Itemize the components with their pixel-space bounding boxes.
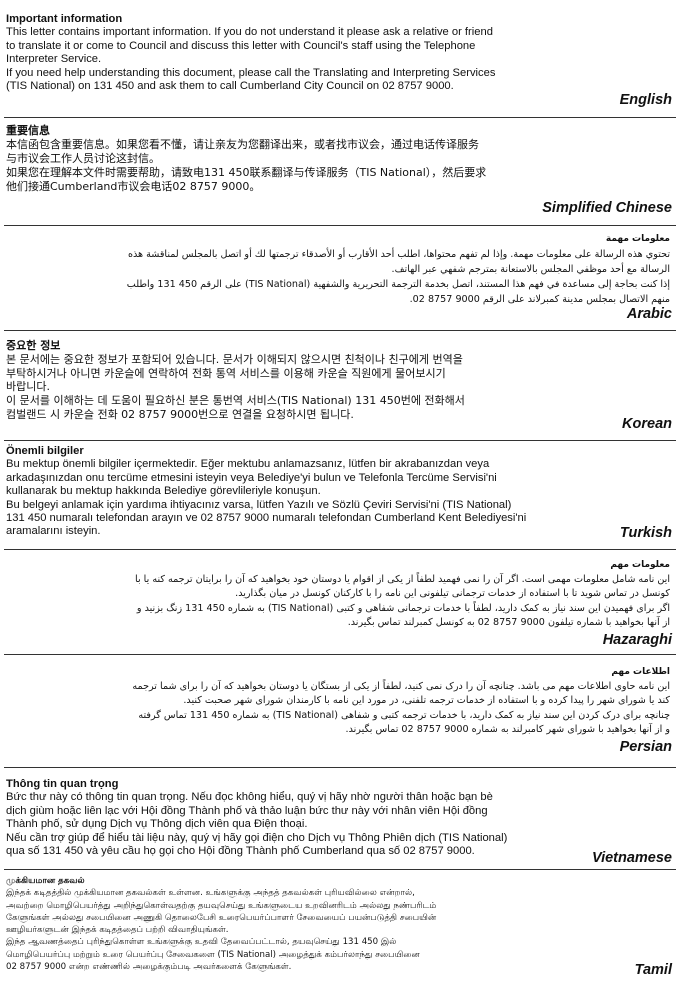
language-label-english: English [619,92,672,108]
tamil-line: 02 8757 9000 என்ற எண்ணில் அழைக்கும்படி அ… [6,962,292,973]
english-line: Interpreter Service. [6,53,102,66]
persian-body: اطلاعات مهم این نامه حاوی اطلاعات مهم می… [4,655,676,738]
arabic-line: إذا كنت بحاجة إلى مساعدة في فهم هذا المس… [126,279,670,290]
hazaraghi-title: معلومات مهم [610,560,670,570]
tamil-title: முக்கியமான தகவல் [6,876,85,886]
section-korean: 중요한 정보 본 문서에는 중요한 정보가 포함되어 있습니다. 문서가 이해되… [4,330,676,438]
english-line: (TIS National) on 131 450 and ask them t… [6,80,454,93]
section-english: Important information This letter contai… [4,10,676,115]
hazaraghi-line: این نامه شامل معلومات مهمی است. اگر آن ر… [135,573,670,585]
persian-line: چنانچه برای درک کردن این سند نیاز به کمک… [138,709,670,721]
persian-title: اطلاعات مهم [611,667,670,677]
section-hazaraghi: معلومات مهم این نامه شامل معلومات مهمی ا… [4,549,676,652]
hazaraghi-line: کونسل در تماس شوید تا با استفاده از خدما… [235,588,670,599]
chinese-title: 重要信息 [6,124,50,137]
vietnamese-line: dịch giùm hoặc liên lạc với Hội đồng Thà… [6,804,488,817]
vietnamese-line: qua số 131 450 và yêu cầu họ gọi cho Hội… [6,845,475,858]
arabic-line: تحتوي هذه الرسالة على معلومات مهمة. وإذا… [127,249,670,260]
vietnamese-line: Thành phố, sử dụng Dịch vụ Thông dịch vi… [6,818,308,831]
korean-line: 본 문서에는 중요한 정보가 포함되어 있습니다. 문서가 이해되지 않으시면 … [6,352,463,366]
arabic-title: معلومات مهمة [605,234,670,244]
arabic-line: منهم الاتصال بمجلس مدينة كمبرلاند على ال… [409,294,670,305]
korean-line: 부탁하시거나 아니면 카운슬에 연락하여 전화 통역 서비스를 이용해 카운슬 … [6,366,446,380]
persian-line: و از آنها بخواهید با شورای شهر کامبرلند … [345,724,670,735]
tamil-line: இந்த ஆவணத்தைப் புரிந்துகொள்ள உங்களுக்கு … [6,937,397,948]
chinese-line: 与市议会工作人员讨论这封信。 [6,152,160,165]
section-simplified-chinese: 重要信息 本信函包含重要信息。如果您看不懂，请让亲友为您翻译出来，或者找市议会，… [4,117,676,223]
turkish-line: arkadaşınızdan onu tercüme etmesini iste… [6,471,497,484]
vietnamese-line: Nếu cần trợ giúp để hiểu tài liệu này, q… [6,831,508,844]
language-label-persian: Persian [619,739,672,755]
korean-title: 중요한 정보 [6,339,61,352]
language-label-turkish: Turkish [619,525,672,541]
vietnamese-body: Thông tin quan trọng Bức thư này có thôn… [4,768,676,858]
korean-line: 이 문서를 이해하는 데 도움이 필요하신 분은 통번역 서비스(TIS Nat… [6,394,465,408]
vietnamese-title: Thông tin quan trọng [6,778,119,790]
english-body: Important information This letter contai… [4,10,676,93]
tamil-line: மொழிபெயர்ப்பு மற்றும் உரை பெயர்ப்பு சேவை… [6,949,420,960]
chinese-body: 重要信息 本信函包含重要信息。如果您看不懂，请让亲友为您翻译出来，或者找市议会，… [4,118,676,194]
language-label-vietnamese: Vietnamese [591,850,672,866]
turkish-title: Önemli bilgiler [6,445,84,457]
arabic-line: الرسالة مع أحد موظفي المجلس بالاستعانة ب… [391,264,670,275]
persian-line: کند یا شورای شهر را پیدا کرده و با استفا… [183,695,670,706]
english-line: This letter contains important informati… [6,26,493,39]
korean-line: 컴벌랜드 시 카운슬 전화 02 8757 9000번으로 연결을 요청하시면 … [6,407,354,421]
chinese-line: 他们接通Cumberland市议会电话02 8757 9000。 [6,180,261,193]
persian-line: این نامه حاوی اطلاعات مهم می باشد. چنانچ… [132,680,670,692]
language-label-hazaraghi: Hazaraghi [602,632,672,648]
turkish-line: aramalarını isteyin. [6,525,101,538]
turkish-line: kullanarak bu mektup hakkında Belediye g… [6,485,321,498]
hazaraghi-line: اگر برای فهمیدن این سند نیاز به کمک داری… [136,602,670,614]
hazaraghi-body: معلومات مهم این نامه شامل معلومات مهمی ا… [4,550,676,631]
korean-line: 바랍니다. [6,380,50,394]
section-tamil: முக்கியமான தகவல் இந்தக் கடிதத்தில் முக்க… [4,869,676,987]
chinese-line: 如果您在理解本文件时需要帮助，请致电131 450联系翻译与传译服务（TIS N… [6,166,487,179]
english-line: If you need help understanding this docu… [6,66,496,79]
language-label-simplified-chinese: Simplified Chinese [542,200,672,216]
tamil-line: கேளுங்கள் அல்லது சபையினை அணுகி தொலைபேசி … [6,912,437,923]
section-persian: اطلاعات مهم این نامه حاوی اطلاعات مهم می… [4,654,676,757]
language-label-korean: Korean [622,416,672,432]
arabic-body: معلومات مهمة تحتوي هذه الرسالة على معلوم… [4,226,676,307]
language-label-arabic: Arabic [626,306,672,322]
korean-body: 중요한 정보 본 문서에는 중요한 정보가 포함되어 있습니다. 문서가 이해되… [4,331,676,422]
turkish-line: Bu mektup önemli bilgiler içermektedir. … [6,458,490,471]
tamil-line: ஊழியர்களுடன் இந்தக் கடிதத்தைப் பற்றி விவ… [6,925,229,936]
hazaraghi-line: از آنها بخواهید با شماره تیلفون 9000 875… [347,617,670,628]
section-turkish: Önemli bilgiler Bu mektup önemli bilgile… [4,440,676,547]
tamil-line: இந்தக் கடிதத்தில் முக்கியமான தகவல்கள் உள… [6,888,415,899]
turkish-line: Bu belgeyi anlamak için yardıma ihtiyacı… [6,498,512,511]
english-line: to translate it or come to Council and d… [6,39,476,52]
section-arabic: معلومات مهمة تحتوي هذه الرسالة على معلوم… [4,225,676,328]
language-label-tamil: Tamil [634,962,672,978]
tamil-body: முக்கியமான தகவல் இந்தக் கடிதத்தில் முக்க… [4,870,676,973]
english-title: Important information [6,13,123,25]
section-vietnamese: Thông tin quan trọng Bức thư này có thôn… [4,767,676,867]
vietnamese-line: Bức thư này có thông tin quan trọng. Nếu… [6,791,493,804]
turkish-line: 131 450 numaralı telefondan arayın ve 02… [6,512,527,525]
chinese-line: 本信函包含重要信息。如果您看不懂，请让亲友为您翻译出来，或者找市议会，通过电话传… [6,138,479,151]
turkish-body: Önemli bilgiler Bu mektup önemli bilgile… [4,441,676,539]
tamil-line: அவற்றை மொழிபெயர்த்து அறிந்துகொள்வதற்கு த… [6,900,437,911]
